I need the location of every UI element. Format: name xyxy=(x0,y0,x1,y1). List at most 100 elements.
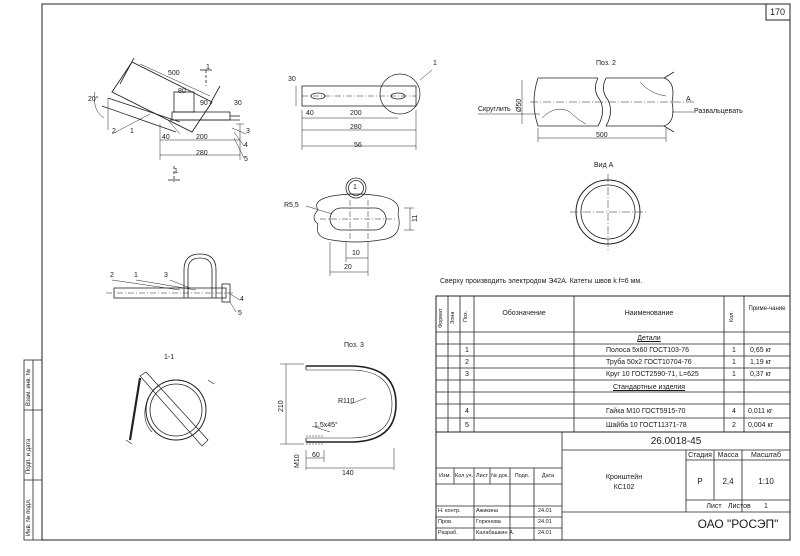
spec-row-qty: 4 xyxy=(732,408,736,415)
pipe-view xyxy=(478,71,694,142)
callout-2-a: 2 xyxy=(112,128,116,135)
dim-r55: R5,5 xyxy=(284,202,299,209)
dim-500-b: 500 xyxy=(596,132,608,139)
spec-section-details: Детали xyxy=(637,335,661,342)
view-a xyxy=(570,174,646,250)
signer-date: 24.01 xyxy=(538,530,552,536)
spec-row-qty: 1 xyxy=(732,371,736,378)
signer-name: Калабашкин А. xyxy=(476,530,515,536)
dim-30-a: 30 xyxy=(234,100,242,107)
dim-angle: 20° xyxy=(88,96,99,103)
sheets-value: 1 xyxy=(764,503,768,510)
dim-200-b: 200 xyxy=(350,110,362,117)
spec-row-name: Труба 50х2 ГОСТ10704-76 xyxy=(606,359,692,366)
dim-280-b: 280 xyxy=(350,124,362,131)
sheet-label: Лист xyxy=(706,503,722,510)
title-line1: Кронштейн xyxy=(605,474,643,481)
dim-40-b: 40 xyxy=(306,110,314,117)
spec-header-format: Формат xyxy=(438,308,444,328)
spec-header-zone: Зона xyxy=(450,311,456,324)
spec-row-pos: 1 xyxy=(465,347,469,354)
label-flare: Развальцевать xyxy=(694,108,743,115)
title-block xyxy=(435,431,791,541)
signer-role: Разраб. xyxy=(438,530,458,536)
detail-one xyxy=(305,177,414,276)
spec-row-note: 0,004 кг xyxy=(748,422,774,429)
rev-header-sheet: Лист xyxy=(476,473,488,479)
callout-2-b: 2 xyxy=(110,272,114,279)
spec-header-qty: Кол. xyxy=(729,311,735,322)
spec-row-name: Шайба 10 ГОСТ11371-78 xyxy=(606,422,687,429)
dim-m10: M10 xyxy=(294,454,301,468)
dim-d50: Ø50 xyxy=(516,98,523,112)
dim-80: 80 xyxy=(178,88,186,95)
signer-date: 24.01 xyxy=(538,519,552,525)
signer-role: Н. контр. xyxy=(438,508,461,514)
spec-header-pos: Поз. xyxy=(463,311,469,322)
spec-section-standard: Стандартные изделия xyxy=(612,384,686,391)
stage-label: Стадия xyxy=(688,452,712,459)
side-stamp xyxy=(23,359,43,541)
signer-date: 24.01 xyxy=(538,508,552,514)
section-view xyxy=(125,371,215,447)
label-round-off: Скруглить xyxy=(478,106,511,113)
mass-label: Масса xyxy=(717,452,739,459)
spec-row-name: Круг 10 ГОСТ2590-71, L=625 xyxy=(606,371,699,378)
spec-row-qty: 2 xyxy=(732,422,736,429)
assembly-view xyxy=(94,57,247,182)
sheets-label: Листов xyxy=(728,503,751,510)
callout-5-b: 5 xyxy=(238,310,242,317)
dim-90: 90 xyxy=(200,100,208,107)
dim-20: 20 xyxy=(344,264,352,271)
strip-view xyxy=(295,69,433,150)
callout-3-b: 3 xyxy=(164,272,168,279)
callout-5-a: 5 xyxy=(244,156,248,163)
dim-r110: R110 xyxy=(338,398,355,405)
doc-number: 26.0018-45 xyxy=(650,436,702,447)
spec-row-note: 0,37 кг xyxy=(750,371,772,378)
mass-value: 2,4 xyxy=(722,477,734,486)
dim-200-a: 200 xyxy=(196,134,208,141)
spec-row-note: 1,19 кг xyxy=(750,359,772,366)
spec-row-qty: 1 xyxy=(732,359,736,366)
view-a-title: Вид А xyxy=(594,162,614,169)
spec-row-pos: 4 xyxy=(465,408,469,415)
dim-chamfer: 1,5x45° xyxy=(314,422,338,429)
side-stamp-sign-date: Подп. и дата xyxy=(26,438,32,474)
rev-header-sign: Подп. xyxy=(514,473,530,479)
callout-4-b: 4 xyxy=(240,296,244,303)
spec-header-note: Приме-чание xyxy=(748,306,786,312)
section-mark-bottom: 1 xyxy=(174,168,178,175)
pos2-title: Поз. 2 xyxy=(596,60,616,67)
spec-table xyxy=(435,295,791,433)
sheet-number-box xyxy=(765,3,791,21)
spec-row-note: 0,011 кг xyxy=(748,408,773,415)
spec-row-pos: 3 xyxy=(465,371,469,378)
section-mark-top: 1 xyxy=(206,64,210,71)
dim-10: 10 xyxy=(352,250,360,257)
detail-callout: 1 xyxy=(433,60,437,67)
org-name: ОАО "РОСЭП" xyxy=(697,517,779,531)
u-bolt-view xyxy=(280,363,397,470)
scale-value: 1:10 xyxy=(758,477,774,486)
stage-value: Р xyxy=(697,477,703,486)
callout-3-a: 3 xyxy=(246,128,250,135)
spec-row-qty: 1 xyxy=(732,347,736,354)
dim-30-b: 30 xyxy=(288,76,296,83)
side-assembly-view xyxy=(106,253,241,313)
sheet-number: 170 xyxy=(770,7,786,17)
spec-header-designation: Обозначение xyxy=(502,310,546,317)
dim-280-a: 280 xyxy=(196,150,208,157)
callout-1-a: 1 xyxy=(130,128,134,135)
dim-11: 11 xyxy=(412,214,419,222)
dim-140: 140 xyxy=(342,470,354,477)
scale-label: Масштаб xyxy=(751,452,781,459)
welding-note: Сверху производить электродом Э42А. Кате… xyxy=(440,278,643,285)
dim-210: 210 xyxy=(278,400,285,412)
rev-header-change: Изм. xyxy=(439,473,451,479)
spec-row-name: Полоса 5х60 ГОСТ103-76 xyxy=(606,347,690,354)
rev-header-qty: Кол.уч. xyxy=(454,473,474,479)
pos3-title: Поз. 3 xyxy=(344,342,364,349)
callout-4-a: 4 xyxy=(244,142,248,149)
